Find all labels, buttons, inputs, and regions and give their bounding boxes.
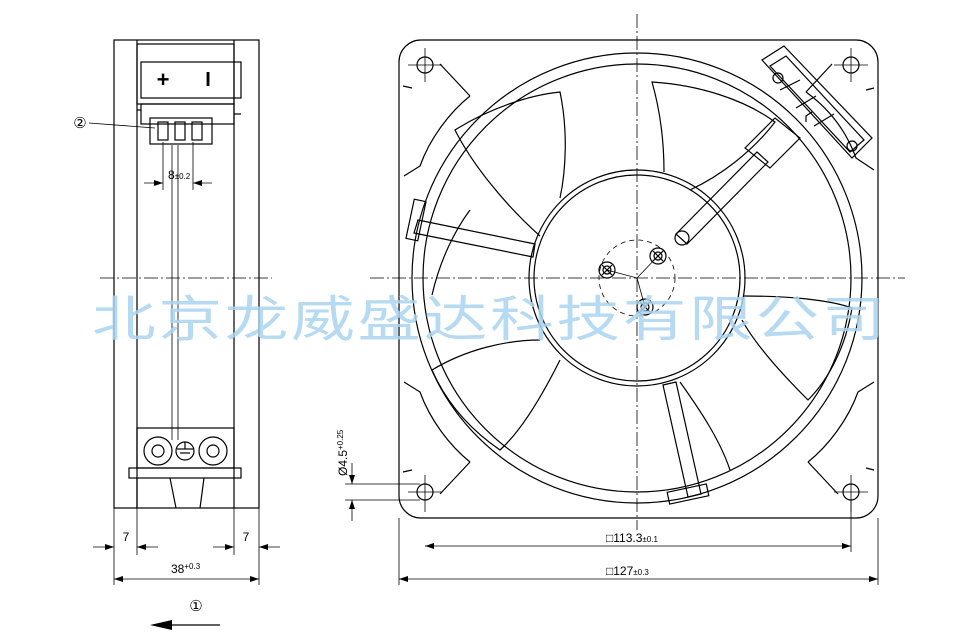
- rib-left-dimension: 7: [123, 530, 130, 544]
- front-frame-outline: [398, 39, 879, 519]
- earth-terminal-block: [128, 427, 242, 509]
- hub-screws: [598, 247, 667, 316]
- frame-dimension: □127±0.3: [606, 564, 649, 578]
- frame-struts: [405, 198, 710, 505]
- pitch-value: 8: [168, 168, 175, 182]
- airflow-arrow-head: [150, 620, 172, 630]
- corner-web-bl: [402, 381, 471, 495]
- pitch-dimension: 8±0.2: [168, 168, 191, 182]
- hole-pitch-tolerance: ±0.1: [642, 535, 658, 544]
- corner-web-tl: [402, 63, 471, 177]
- frame-value: □127: [606, 564, 634, 578]
- callout-2-label: ②: [73, 115, 86, 132]
- hole-pitch-dimension: □113.3±0.1: [606, 531, 658, 545]
- lead-wire-connector: [674, 45, 873, 246]
- terminal-minus-label: I: [205, 69, 211, 91]
- pitch-tolerance: ±0.2: [175, 172, 191, 181]
- terminal-block: [136, 43, 242, 145]
- depth-value: 38: [171, 562, 185, 576]
- hole-dia-tolerance: +0.25: [336, 429, 345, 450]
- frame-tolerance: ±0.3: [633, 568, 649, 577]
- depth-dimension: 38+0.3: [171, 562, 201, 576]
- callout-2-leader: [88, 122, 156, 129]
- side-view: + I ② 8±0.2: [73, 39, 280, 630]
- rib-right-dimension: 7: [243, 530, 250, 544]
- front-view: Ø4.5+0.25 □113.3±0.1 □127±0.3: [336, 14, 905, 585]
- airflow-callout-label: ①: [189, 598, 202, 615]
- corner-web-br: [807, 381, 875, 495]
- company-watermark: 北京龙威盛达科技有限公司: [92, 291, 888, 348]
- hole-dia-value: Ø4.5: [336, 450, 350, 476]
- depth-tolerance: +0.3: [184, 562, 200, 571]
- fan-blades: [431, 81, 853, 471]
- side-frame-outline: [113, 39, 260, 509]
- terminal-plus-label: +: [157, 67, 170, 92]
- hole-pitch-value: □113.3: [606, 531, 643, 545]
- hole-dia-dimension: Ø4.5+0.25: [336, 429, 350, 476]
